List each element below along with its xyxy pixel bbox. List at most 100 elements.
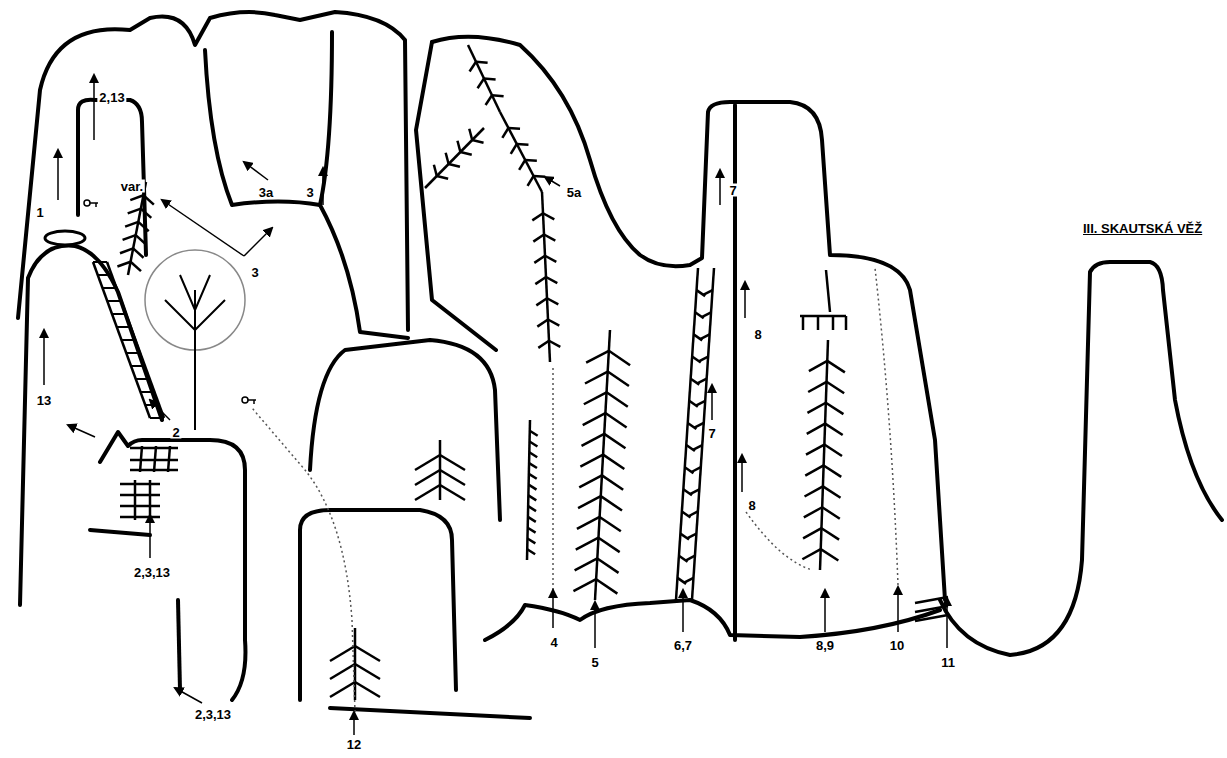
crack-stroke <box>120 483 160 486</box>
crack-stroke <box>532 213 543 220</box>
crack-stroke <box>128 209 141 214</box>
crack-stroke <box>826 270 830 312</box>
callout-number: 4 <box>548 636 559 649</box>
callout-number: 3 <box>304 186 315 199</box>
crack-stroke <box>693 445 702 450</box>
crack-stroke <box>138 222 148 231</box>
crack-stroke <box>684 578 693 583</box>
crack-stroke <box>519 160 525 170</box>
crack-stroke <box>609 351 630 365</box>
crack-stroke <box>537 320 548 327</box>
callout-number: 2,3,13 <box>132 566 172 579</box>
crack-stroke <box>126 352 140 354</box>
crack-stroke <box>136 235 146 244</box>
crack-stroke <box>150 417 164 419</box>
crack-stroke <box>134 480 137 520</box>
crack-stroke <box>534 256 545 263</box>
crack-stroke <box>355 682 380 697</box>
crack-stroke <box>120 516 160 519</box>
crack-stroke <box>125 222 138 227</box>
crack-stroke <box>415 485 440 500</box>
callout-number: var. <box>119 180 145 193</box>
callout-number: 12 <box>345 738 363 751</box>
crack-stroke <box>585 372 608 384</box>
crack-stroke <box>472 140 483 143</box>
crack-stroke <box>330 664 355 679</box>
crack-stroke <box>546 277 557 283</box>
crack-stroke <box>690 489 699 494</box>
crack-stroke <box>93 262 150 418</box>
crack-stroke <box>133 248 143 257</box>
crack-stroke <box>460 152 471 155</box>
crack-stroke <box>915 615 948 621</box>
crack-stroke <box>703 290 712 295</box>
crack-stroke <box>98 274 112 276</box>
callout-number: 5 <box>589 656 600 669</box>
crack-stroke <box>434 165 437 176</box>
crack-stroke <box>608 372 629 386</box>
crack-stroke <box>168 446 170 472</box>
crack-stroke <box>131 262 141 271</box>
callout-number: 5a <box>565 186 583 199</box>
crack-stroke <box>534 175 546 178</box>
crack-stroke <box>597 558 618 572</box>
callout-number: 2,3,13 <box>193 708 233 721</box>
callout-number: 1 <box>34 206 45 219</box>
crack-stroke <box>538 341 549 348</box>
crack-stroke <box>122 339 136 341</box>
crack-stroke <box>915 597 948 603</box>
crack-stroke <box>603 455 624 469</box>
crack-stroke <box>700 334 709 339</box>
crack-stroke <box>527 549 535 554</box>
crack-stroke <box>528 517 536 522</box>
crack-stroke <box>544 235 555 241</box>
crack-stroke <box>543 213 554 219</box>
crack-stroke <box>827 361 845 372</box>
crack-stroke <box>583 413 606 425</box>
crack-stroke <box>605 413 626 427</box>
crack-stroke <box>530 442 538 447</box>
crack-stroke <box>525 159 537 162</box>
crack-stroke <box>802 316 805 330</box>
crack-stroke <box>470 62 476 72</box>
crack-stroke <box>697 379 706 384</box>
crack-stroke <box>486 95 492 105</box>
crack-stroke <box>824 445 842 456</box>
crack-stroke <box>123 235 136 240</box>
crack-stroke <box>415 470 440 485</box>
crack-stroke <box>508 127 520 130</box>
crack-stroke <box>103 287 117 289</box>
crack-stroke <box>602 475 623 489</box>
crack-stroke <box>117 326 131 328</box>
crack-stroke <box>141 391 155 393</box>
crack-stroke <box>112 313 126 315</box>
crack-stroke <box>457 141 460 152</box>
route-arrows <box>44 75 947 735</box>
crack-stroke <box>826 403 844 414</box>
callout-number: 8,9 <box>814 639 836 652</box>
crack-stroke <box>120 494 160 497</box>
crack-stroke <box>528 506 536 511</box>
crack-stroke <box>107 262 164 418</box>
crack-stroke <box>832 316 835 330</box>
crack-stroke <box>699 357 708 362</box>
crack-stroke <box>580 455 603 467</box>
crack-stroke <box>502 128 508 138</box>
callout-number: 8 <box>746 499 757 512</box>
crack-stroke <box>573 579 596 591</box>
crack-stroke <box>545 256 556 262</box>
crack-symbols <box>93 45 948 700</box>
crack-stroke <box>440 485 465 500</box>
crack-stroke <box>425 128 484 188</box>
crack-stroke <box>136 378 150 380</box>
crack-stroke <box>529 485 537 490</box>
crack-stroke <box>807 403 825 413</box>
crack-stroke <box>141 209 151 218</box>
crack-stroke <box>528 176 534 186</box>
crack-stroke <box>484 79 496 80</box>
crack-stroke <box>687 534 696 539</box>
crack-stroke <box>915 606 948 612</box>
crack-stroke <box>437 176 448 179</box>
